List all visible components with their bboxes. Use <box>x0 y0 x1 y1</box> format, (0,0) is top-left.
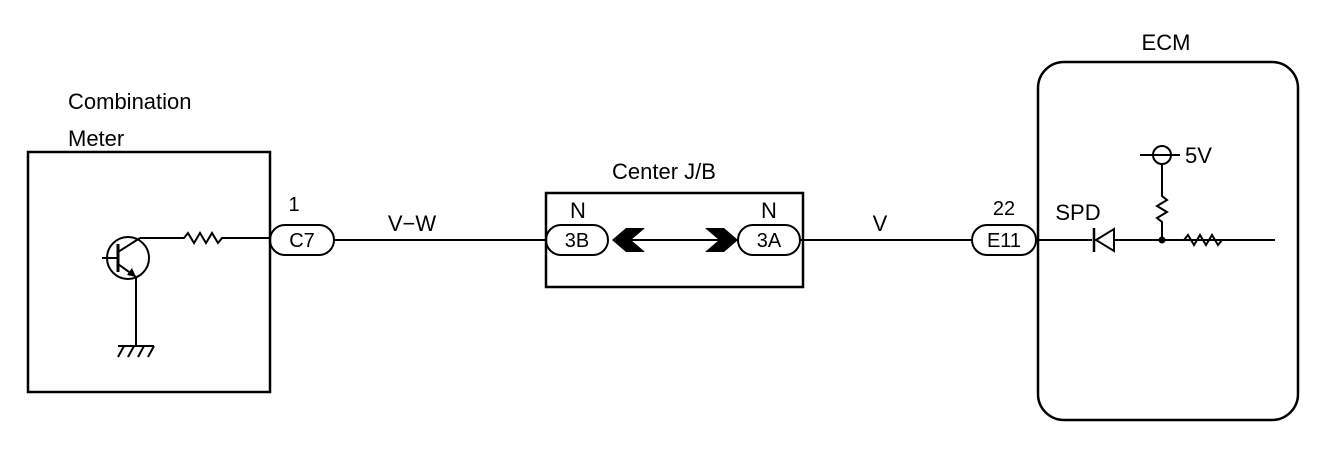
ground-icon <box>117 345 155 358</box>
combination-meter-label-line2: Meter <box>68 126 124 151</box>
transistor-icon <box>102 236 162 346</box>
center-junction-block: Center J/B N 3B N 3A <box>544 159 805 289</box>
spd-label: SPD <box>1055 200 1100 225</box>
combination-meter-label-line1: Combination <box>68 89 192 114</box>
center-jb-label: Center J/B <box>612 159 716 184</box>
supply-terminal-icon <box>1140 145 1180 165</box>
connector-3a-label: 3A <box>757 230 782 252</box>
connector-e11-label: E11 <box>987 230 1021 252</box>
ecm-label: ECM <box>1142 30 1191 55</box>
ecm-resistor-icon <box>1183 233 1223 247</box>
center-jb-right-pin: N <box>761 198 777 223</box>
pullup-resistor-icon <box>1155 165 1169 240</box>
chevron-right-icon <box>705 228 738 252</box>
resistor-icon <box>162 231 270 245</box>
connector-3b <box>545 224 609 256</box>
chevron-left-icon <box>612 228 645 252</box>
supply-5v-label: 5V <box>1185 143 1212 168</box>
ecm-pin-number: 22 <box>993 198 1015 220</box>
connector-c7-label: C7 <box>289 230 315 252</box>
meter-pin-number: 1 <box>288 194 299 216</box>
connector-3b-label: 3B <box>565 230 589 252</box>
wire-v-label: V <box>873 211 888 236</box>
ecm: ECM 22 E11 SPD 5V <box>971 30 1300 422</box>
wire-v-w-label: V−W <box>388 211 437 236</box>
combination-meter-box <box>26 150 272 394</box>
combination-meter: Combination Meter 1 C7 <box>26 89 335 394</box>
center-jb-left-pin: N <box>570 198 586 223</box>
diode-icon <box>1092 227 1115 253</box>
